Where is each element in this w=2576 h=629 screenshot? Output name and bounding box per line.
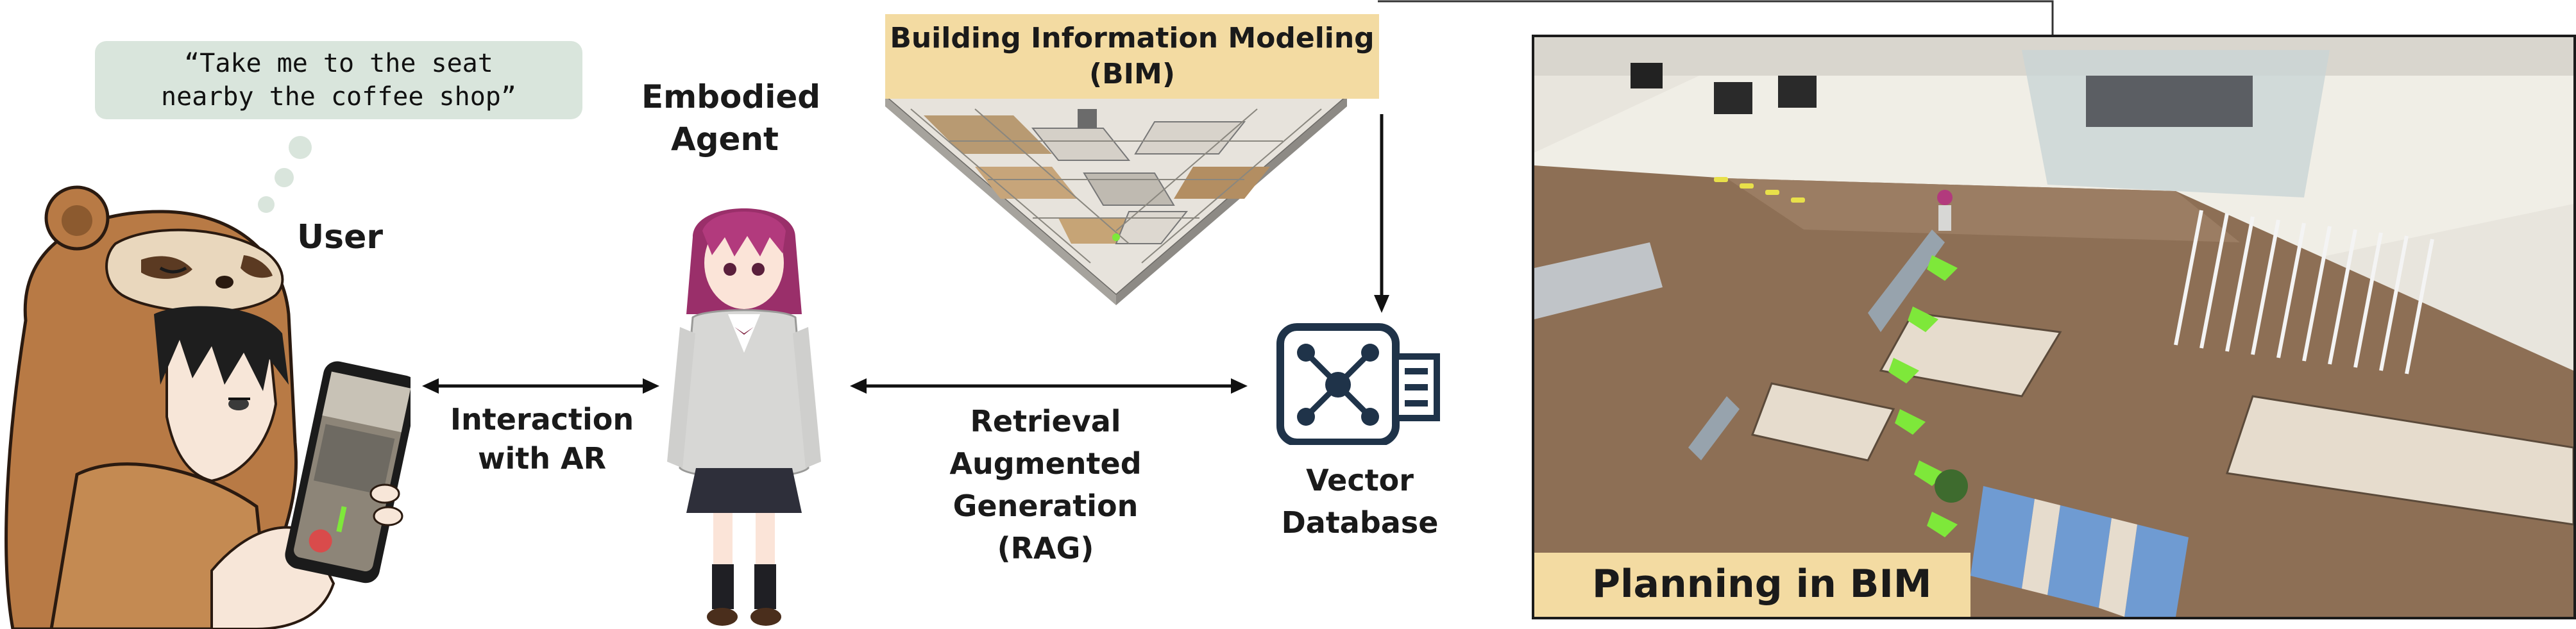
bim-title-line-2: (BIM) bbox=[1089, 58, 1175, 90]
thought-bubble-large bbox=[289, 136, 312, 159]
interaction-label-line-2: with AR bbox=[477, 440, 607, 476]
speech-bubble: “Take me to the seat nearby the coffee s… bbox=[95, 41, 582, 119]
bim-title: Building Information Modeling (BIM) bbox=[885, 14, 1379, 99]
vector-db-label-line-2: Database bbox=[1281, 505, 1439, 540]
user-icon bbox=[4, 185, 411, 629]
interaction-label: Interaction with AR bbox=[436, 400, 648, 478]
planning-caption: Planning in BIM bbox=[1534, 553, 1970, 617]
rag-label-line-4: (RAG) bbox=[997, 531, 1094, 566]
agent-label-line-2: Agent bbox=[671, 121, 779, 158]
rag-label: Retrieval Augmented Generation (RAG) bbox=[924, 400, 1167, 569]
user-label: User bbox=[296, 218, 384, 256]
bim-title-line-1: Building Information Modeling bbox=[890, 22, 1375, 55]
agent-label-line-1: Embodied bbox=[641, 78, 821, 115]
bim-to-db-arrow bbox=[1374, 114, 1389, 313]
vector-database-icon bbox=[1276, 323, 1440, 445]
bim-model-icon bbox=[885, 95, 1350, 305]
agent-icon bbox=[667, 208, 821, 626]
vector-db-label-line-1: Vector bbox=[1306, 463, 1414, 498]
interaction-label-line-1: Interaction bbox=[450, 402, 634, 437]
vector-db-label: Vector Database bbox=[1257, 459, 1462, 544]
interaction-arrow bbox=[422, 378, 659, 394]
speech-line-1: “Take me to the seat bbox=[184, 49, 493, 78]
rag-label-line-3: Generation bbox=[953, 489, 1139, 523]
thought-bubble-medium bbox=[275, 168, 294, 187]
planning-render-icon bbox=[1534, 37, 2573, 617]
speech-line-2: nearby the coffee shop” bbox=[161, 82, 516, 112]
agent-label: Embodied Agent bbox=[641, 76, 821, 160]
rag-label-line-2: Augmented bbox=[949, 446, 1142, 481]
thought-bubble-small bbox=[258, 196, 275, 213]
rag-label-line-1: Retrieval bbox=[970, 404, 1121, 439]
rag-arrow bbox=[850, 378, 1248, 394]
planning-view: Planning in BIM bbox=[1532, 35, 2576, 619]
